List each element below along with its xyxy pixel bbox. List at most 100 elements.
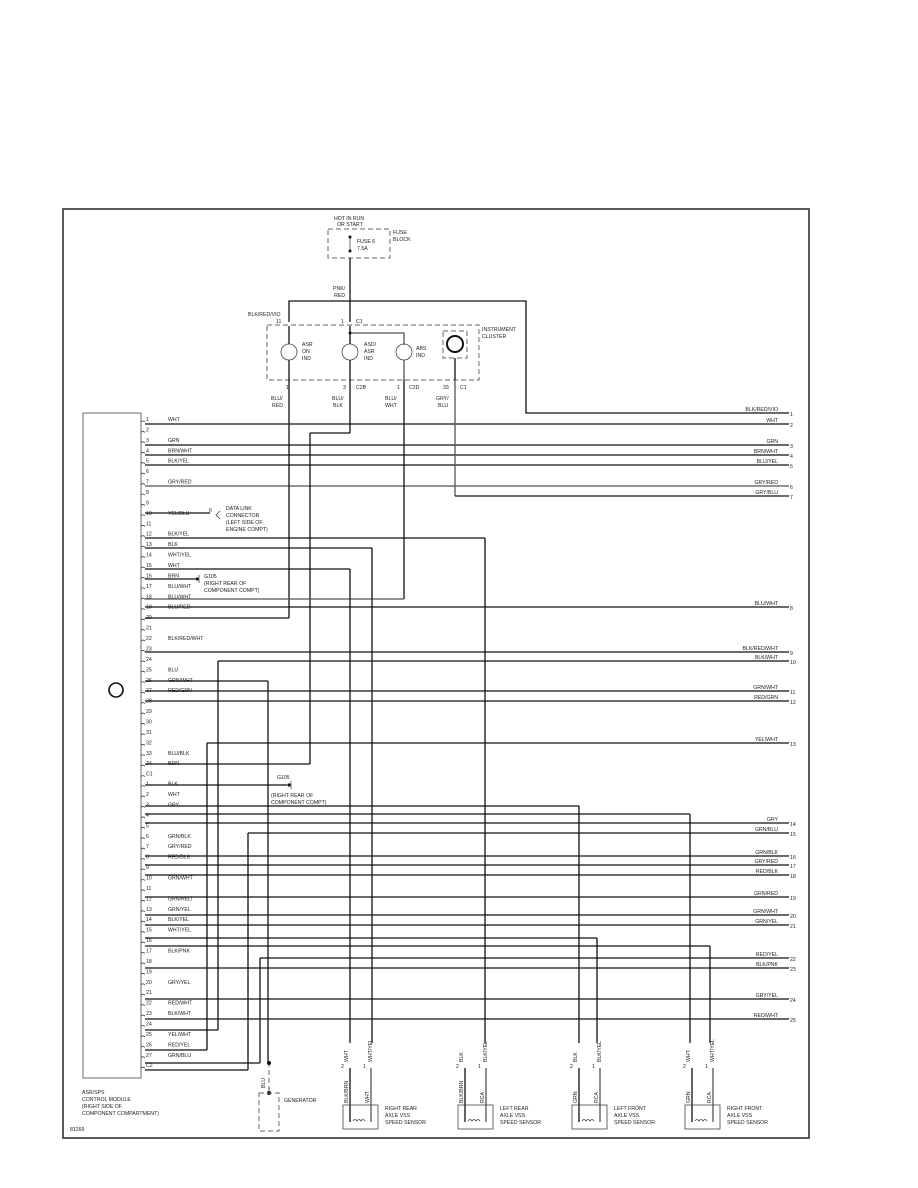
- ref-wire-color: WHT: [766, 418, 779, 424]
- pin-icon: [140, 1045, 146, 1048]
- pin-number: 22: [146, 636, 152, 642]
- pin-number: 17: [146, 584, 152, 590]
- pin-number: 23: [146, 646, 152, 652]
- pin-wire-color: GRY/YEL: [168, 980, 191, 986]
- pin-wire-color: RED/YEL: [168, 1042, 190, 1048]
- ref-wire-color: RED/GRN: [754, 695, 778, 701]
- connector-icon: [215, 510, 221, 520]
- pin-number: 32: [146, 740, 152, 746]
- pin-icon: [140, 775, 146, 777]
- ref-number: 11: [790, 690, 795, 696]
- wire-label: BLU/: [332, 396, 344, 402]
- ref-wire-color: RED/YEL: [756, 952, 778, 958]
- sensor-label-1: RIGHT REAR: [385, 1106, 417, 1112]
- ref-wire-color: RED/WHT: [754, 1013, 779, 1019]
- pin-label: 1: [363, 1064, 366, 1070]
- pin-wire-color: WHT: [168, 563, 181, 569]
- pin-icon: [140, 660, 146, 663]
- ref-wire-color: BRN/WHT: [754, 449, 779, 455]
- ground-id: G105: [277, 775, 290, 781]
- module-pin: 24: [140, 657, 152, 663]
- ref-wire-color: BLK/RED/VIO: [745, 407, 778, 413]
- module-pin: 32: [140, 740, 152, 746]
- pin-number: 25: [146, 1032, 152, 1038]
- pin-number: 16: [146, 938, 152, 944]
- module-pin: C2: [140, 1063, 153, 1069]
- pin-icon: [140, 1066, 146, 1069]
- pin-icon: [140, 837, 146, 840]
- wire-label: RCA: [594, 1092, 600, 1103]
- ref-number: 21: [790, 924, 796, 930]
- wire-routing: [145, 380, 789, 1071]
- dlc-label-1: DATA LINK: [226, 506, 252, 512]
- pin-number: 14: [146, 917, 152, 923]
- pin-wire-color: GRN/BLU: [168, 1053, 191, 1059]
- ref-number: 23: [790, 967, 796, 973]
- pin-wire-color: YEL/BLU: [168, 511, 190, 517]
- ref-number: 2: [790, 423, 793, 429]
- module-pin: 31: [140, 730, 152, 736]
- dlc-label-2: CONNECTOR: [226, 513, 260, 519]
- ref-wire-color: BLK/PNK: [756, 962, 778, 968]
- pin-number: 13: [146, 542, 152, 548]
- pin-icon: [140, 795, 146, 798]
- module-label-1: ASR/SPS: [82, 1090, 105, 1096]
- wire-label: WHT/YEL: [368, 1039, 374, 1062]
- pin-icon: [140, 556, 146, 558]
- pin-icon: [140, 952, 146, 954]
- pin-wire-color: GRN/YEL: [168, 907, 191, 913]
- pin-icon: [140, 785, 146, 787]
- module-pin: 15 WHT: [140, 563, 181, 569]
- pin-number: 30: [146, 719, 152, 725]
- module-pin: 6: [140, 469, 149, 475]
- transistor-icon: [108, 682, 124, 698]
- ground-label-1: (RIGHT REAR OF: [271, 793, 313, 799]
- pin-icon: [140, 983, 146, 986]
- pin-icon: [140, 670, 146, 673]
- pin-icon: [140, 451, 146, 454]
- pin-number: 10: [146, 875, 152, 881]
- pin-label: 2: [341, 1064, 344, 1070]
- generator: GENERATOR BLU: [258, 1061, 317, 1132]
- pin-number: 22: [146, 1001, 152, 1007]
- pin-icon: [140, 889, 146, 892]
- pin-icon: [140, 629, 146, 631]
- pin-number: 23: [146, 1011, 152, 1017]
- pin-number: 5: [146, 459, 149, 465]
- pin-icon: [140, 535, 146, 538]
- ref-wire-color: BLK/WHT: [755, 655, 779, 661]
- pin-number: 20: [146, 980, 152, 986]
- pin-number: 15: [146, 563, 152, 569]
- ref-number: 19: [790, 896, 796, 902]
- module-pin: 18: [140, 959, 152, 965]
- pin-wire-color: GRY/RED: [168, 844, 192, 850]
- pin-label: 2: [570, 1064, 573, 1070]
- pin-number: 11: [146, 886, 151, 892]
- module-pin: 5: [140, 823, 149, 829]
- wire-label: BLK/YEL: [597, 1041, 603, 1062]
- wire-label: WHT/YEL: [710, 1039, 716, 1062]
- asd-asr-label-2: ASR: [364, 349, 375, 355]
- ref-wire-color: GRY/YEL: [756, 993, 779, 999]
- pin-number: 9: [146, 865, 149, 871]
- pin-number: C1: [146, 772, 153, 778]
- pin-icon: [140, 681, 146, 684]
- wire-label: BLU/: [271, 396, 283, 402]
- right-reference: WHT 2: [766, 418, 793, 429]
- sensor-label-1: LEFT FRONT: [614, 1106, 647, 1112]
- pin-number: 7: [146, 480, 149, 486]
- ref-number: 1: [790, 412, 793, 418]
- ref-wire-color: YEL/WHT: [755, 737, 779, 743]
- ref-wire-color: BLU/WHT: [755, 601, 779, 607]
- pin-number: 21: [146, 626, 152, 632]
